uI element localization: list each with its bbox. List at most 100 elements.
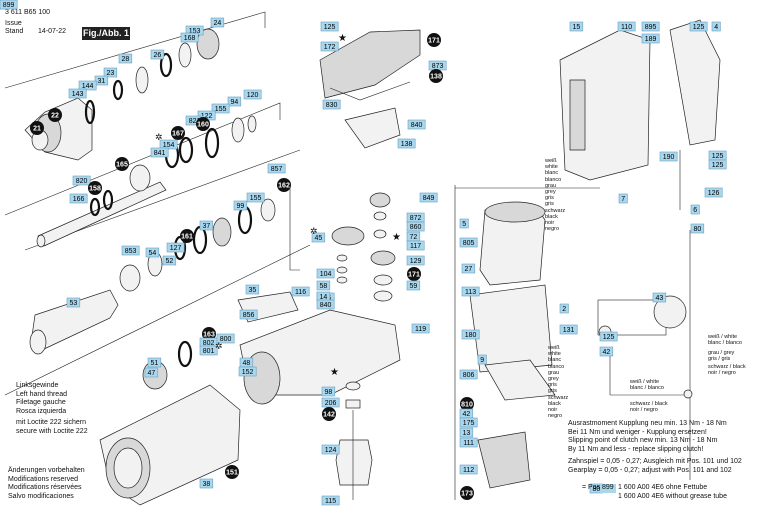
part-number-166: 166 <box>69 193 88 204</box>
part-number-124: 124 <box>321 444 340 455</box>
part-number-26: 26 <box>150 49 165 60</box>
spindle-assembly <box>36 115 257 248</box>
part-number-152: 152 <box>238 366 257 377</box>
part-number-151: 151 <box>225 465 239 479</box>
issue-date: 14-07-22 <box>38 28 67 35</box>
gear-shaft-assembly <box>119 198 276 292</box>
part-number-47: 47 <box>144 367 159 378</box>
part-number-94: 94 <box>227 96 242 107</box>
svg-text:166: 166 <box>73 196 85 203</box>
part-number-125: 125 <box>689 21 708 32</box>
svg-text:99: 99 <box>237 203 245 210</box>
svg-text:820: 820 <box>76 178 88 185</box>
svg-text:27: 27 <box>465 266 473 273</box>
svg-text:810: 810 <box>461 402 473 409</box>
svg-text:94: 94 <box>231 99 239 106</box>
svg-text:26: 26 <box>154 52 162 59</box>
svg-text:112: 112 <box>463 467 474 474</box>
part-number-849: 849 <box>419 192 438 203</box>
svg-text:175: 175 <box>463 420 475 427</box>
part-number-6: 6 <box>690 204 700 215</box>
part-number-143: 143 <box>68 88 87 99</box>
svg-text:42: 42 <box>603 349 611 356</box>
part-number-172: 172 <box>320 41 339 52</box>
svg-text:801: 801 <box>203 348 215 355</box>
svg-text:840: 840 <box>320 302 332 309</box>
svg-text:54: 54 <box>149 250 157 257</box>
figure-label: Fig./Abb. 1 <box>82 27 130 40</box>
svg-text:138: 138 <box>430 74 442 81</box>
part-number-160: 160 <box>196 117 210 131</box>
part-number-38: 38 <box>199 478 214 489</box>
part-number-72: 72 <box>406 231 421 242</box>
svg-text:899: 899 <box>3 2 15 9</box>
svg-text:52: 52 <box>166 258 174 265</box>
svg-text:117: 117 <box>410 243 421 250</box>
note-pos899-text: 1 600 A00 4E6 ohne Fettube 1 600 A00 4E6… <box>618 484 727 500</box>
part-number-820: 820 <box>72 175 91 186</box>
part-number-853: 853 <box>121 245 140 256</box>
svg-text:59: 59 <box>410 283 418 290</box>
wire-label-white-2: weiß / white blanc / blanco <box>630 379 664 392</box>
svg-text:113: 113 <box>465 289 476 296</box>
part-number-31: 31 <box>94 75 109 86</box>
left-hand-thread-icon: ✲ <box>310 226 318 236</box>
svg-text:58: 58 <box>320 283 328 290</box>
tool-holder-assembly <box>29 289 193 390</box>
armature <box>335 381 373 500</box>
part-number-800: 800 <box>216 333 235 344</box>
svg-text:165: 165 <box>116 162 128 169</box>
part-number-810: 810 <box>460 397 474 411</box>
svg-text:171: 171 <box>408 272 420 279</box>
svg-text:158: 158 <box>89 186 101 193</box>
part-number-841: 841 <box>150 147 169 158</box>
svg-text:125: 125 <box>603 334 615 341</box>
part-number-125: 125 <box>708 150 727 161</box>
wire-label-white: weiß / white blanc / blanco <box>708 334 742 347</box>
chuck-assembly <box>24 28 220 161</box>
part-number-801: 801 <box>199 345 218 356</box>
svg-text:22: 22 <box>51 113 59 120</box>
part-number-7: 7 <box>618 193 628 204</box>
part-number-117: 117 <box>406 240 425 251</box>
svg-text:125: 125 <box>324 24 336 31</box>
part-number-53: 53 <box>66 297 81 308</box>
part-number-27: 27 <box>461 263 476 274</box>
note-loctite: mit Loctite 222 sichern secure with Loct… <box>16 419 88 435</box>
svg-text:104: 104 <box>320 271 332 278</box>
part-number-13: 13 <box>459 427 474 438</box>
svg-text:13: 13 <box>463 430 471 437</box>
part-number-80: 80 <box>690 223 705 234</box>
wiring-schematic <box>597 295 693 399</box>
svg-text:126: 126 <box>708 190 720 197</box>
note-left-hand-thread: Linksgewinde Left hand thread Filetage g… <box>16 382 67 415</box>
svg-text:171: 171 <box>428 38 440 45</box>
part-number-189: 189 <box>641 33 660 44</box>
part-number-98: 98 <box>321 386 336 397</box>
svg-text:840: 840 <box>411 122 423 129</box>
part-number-806: 806 <box>459 369 478 380</box>
loctite-star-icon: ★ <box>330 367 339 378</box>
part-number-155: 155 <box>211 103 230 114</box>
svg-text:124: 124 <box>325 447 337 454</box>
gearbox-housing <box>237 291 401 405</box>
svg-text:805: 805 <box>463 240 475 247</box>
svg-text:15: 15 <box>573 24 581 31</box>
svg-text:162: 162 <box>278 183 290 190</box>
part-number-895: 895 <box>641 21 660 32</box>
part-number-144: 144 <box>78 80 97 91</box>
top-cover <box>319 29 421 149</box>
svg-text:4: 4 <box>714 24 718 31</box>
part-number-99: 99 <box>233 200 248 211</box>
svg-text:38: 38 <box>203 481 211 488</box>
svg-text:155: 155 <box>250 195 262 202</box>
svg-text:7: 7 <box>621 196 625 203</box>
part-number-37: 37 <box>199 220 214 231</box>
part-number-115: 115 <box>321 495 340 506</box>
handle-assembly <box>559 19 721 480</box>
svg-text:131: 131 <box>563 327 575 334</box>
svg-text:9: 9 <box>480 357 484 364</box>
part-number-54: 54 <box>145 247 160 258</box>
svg-text:806: 806 <box>463 372 475 379</box>
